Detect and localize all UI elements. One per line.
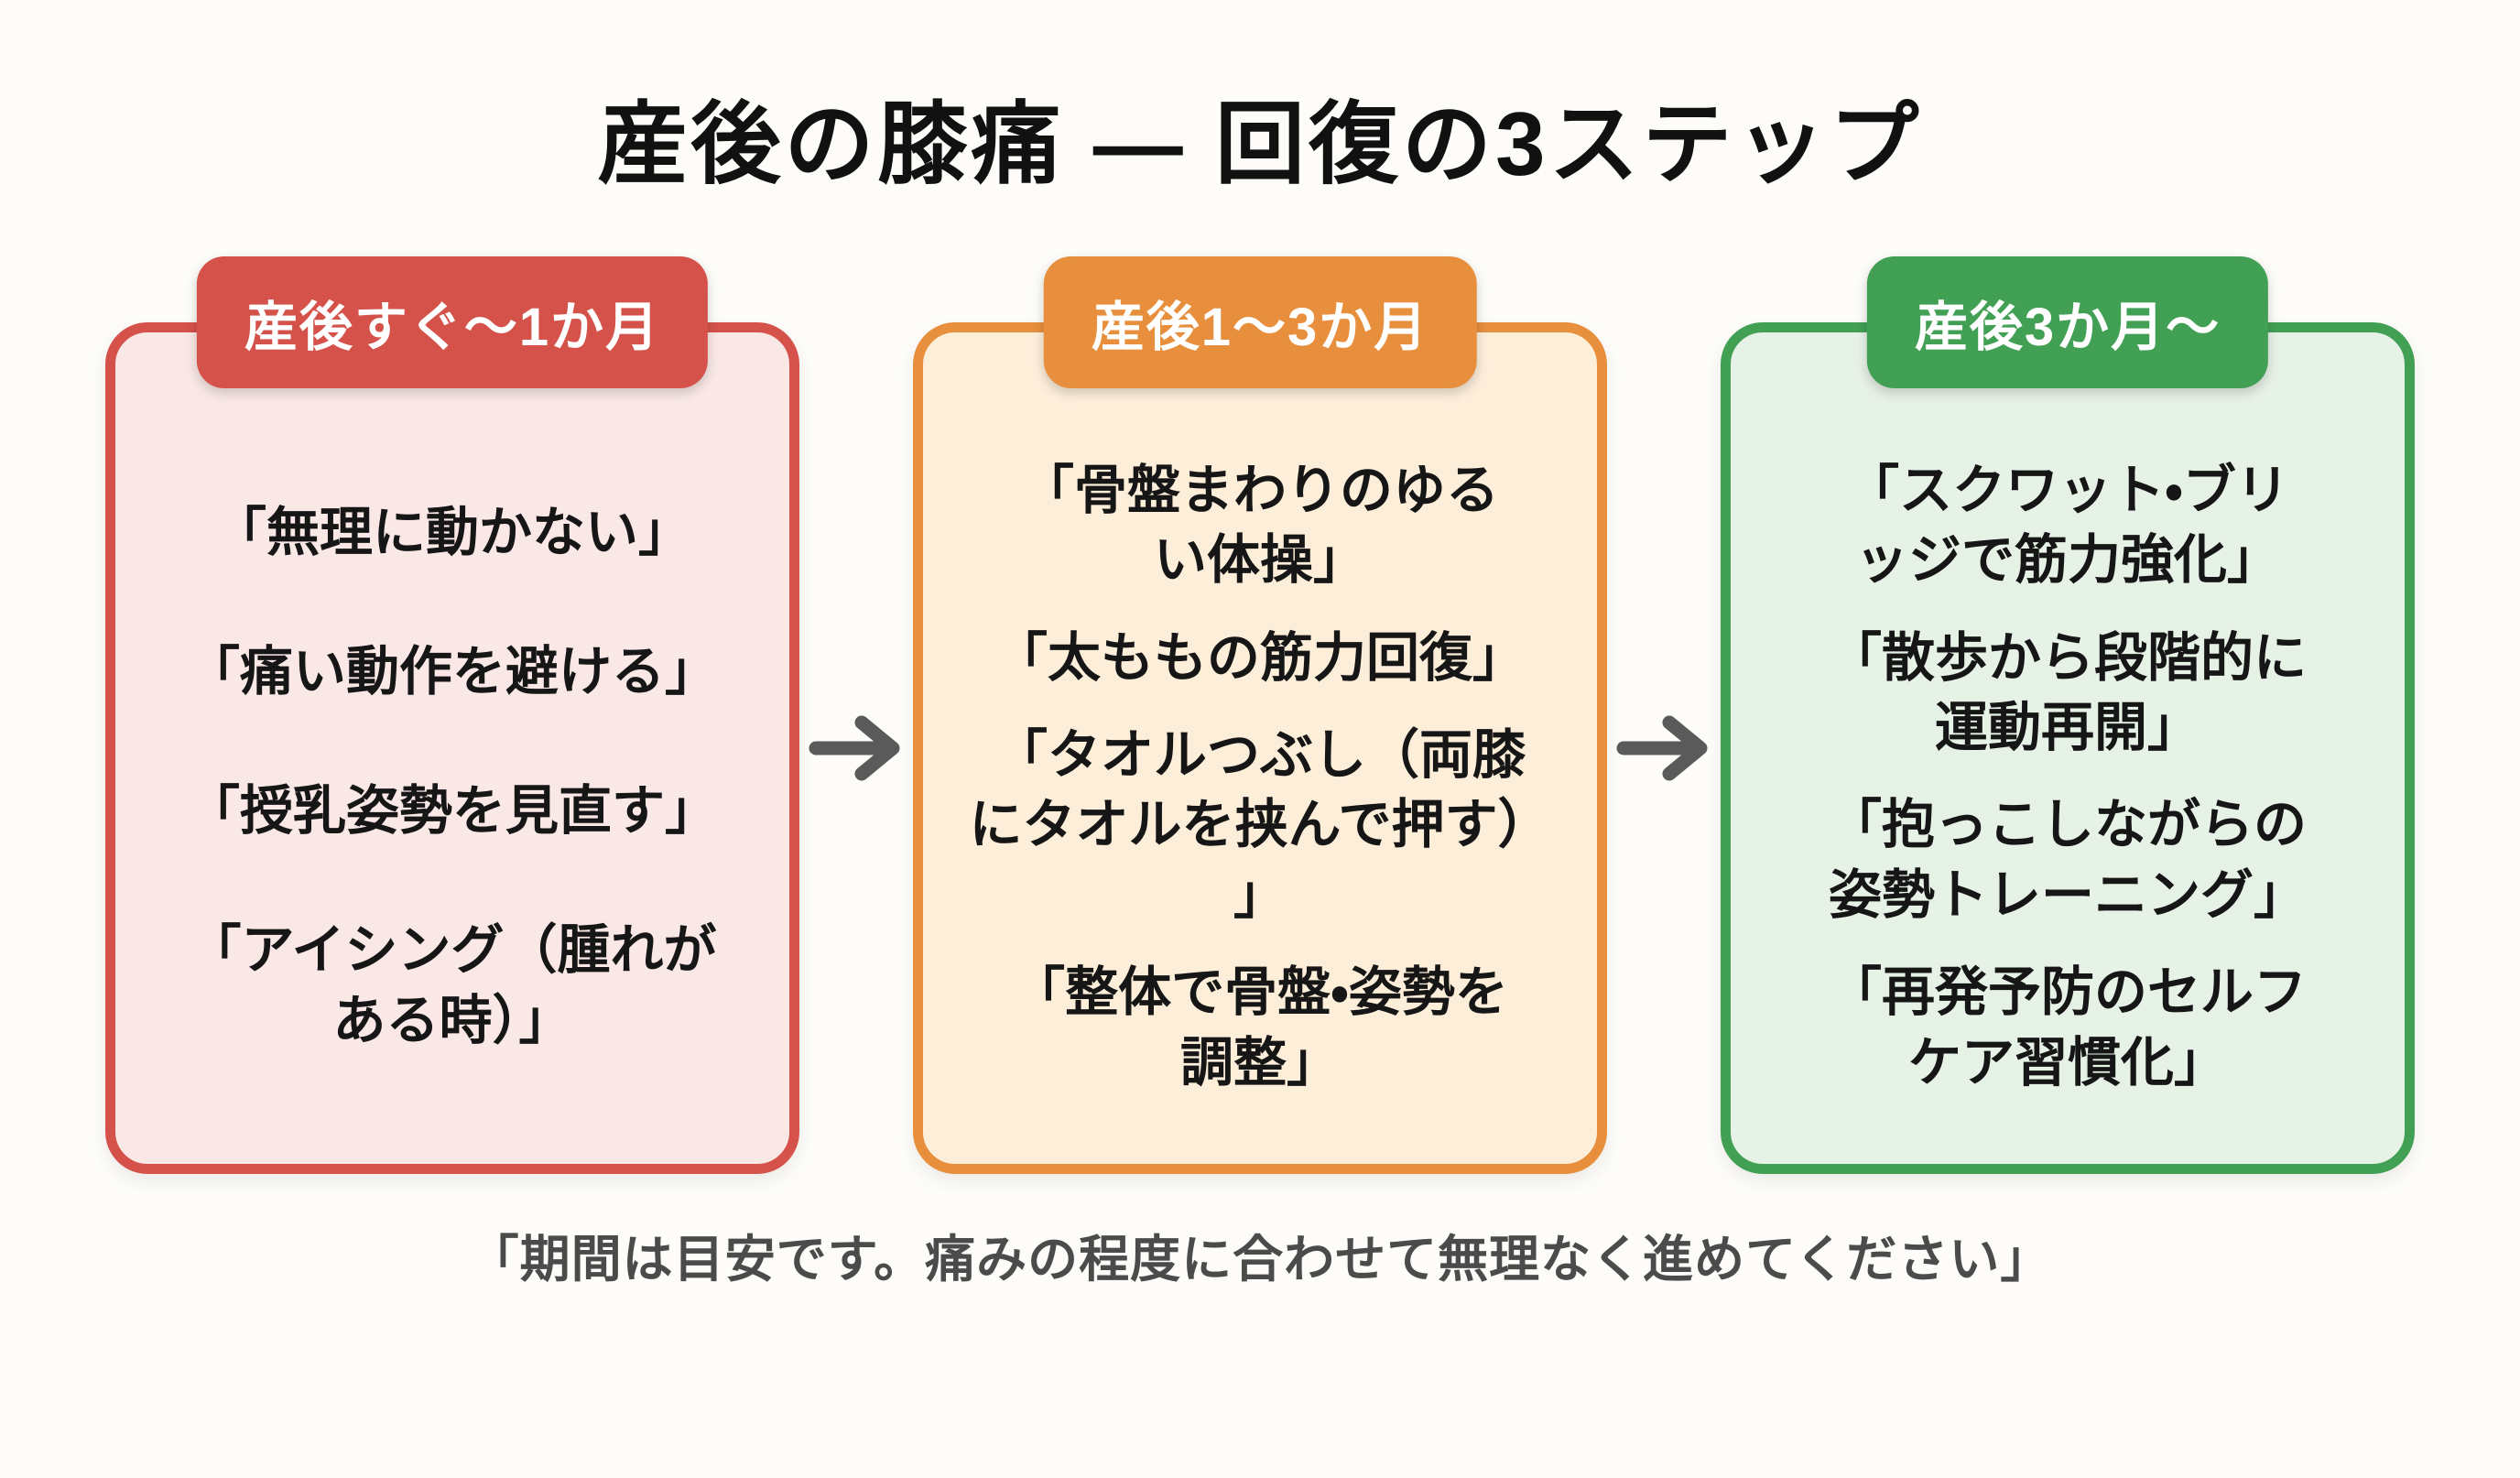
arrow-right-icon (1616, 715, 1708, 781)
footnote: 「期間は目安です。痛みの程度に合わせて無理なく進めてください」 (468, 1231, 2052, 1288)
step-item: 「太ももの筋力回復」 (994, 627, 1526, 688)
arrow-right-icon (809, 715, 900, 781)
step-item: 「散歩から段階的に 運動再開」 (1828, 627, 2307, 758)
step-item: 「授乳姿勢を見直す」 (186, 781, 718, 842)
step-item: 「骨盤まわりのゆる い体操」 (1020, 460, 1499, 591)
step-item: 「アイシング（腫れが ある時）」 (188, 920, 717, 1050)
arrow-cell (799, 256, 913, 1174)
step-item: 「無理に動かない」 (212, 502, 691, 562)
step-item: 「スクワット・ブリ ッジで筋力強化」 (1846, 460, 2289, 591)
step-item: 「痛い動作を避ける」 (186, 641, 718, 701)
step-card-1-body: 「無理に動かない」 「痛い動作を避ける」 「授乳姿勢を見直す」 「アイシング（腫… (105, 322, 799, 1174)
step-item: 「整体で骨盤・姿勢を 調整」 (1012, 962, 1508, 1092)
steps-row: 産後すぐ〜1か月 「無理に動かない」 「痛い動作を避ける」 「授乳姿勢を見直す」… (0, 256, 2520, 1174)
step-item: 「タオルつぶし（両膝 にタオルを挟んで押す） 」 (969, 724, 1551, 925)
step-card-2: 産後1〜3か月 「骨盤まわりのゆる い体操」 「太ももの筋力回復」 「タオルつぶ… (913, 256, 1607, 1174)
page-title: 産後の膝痛 — 回復の3ステップ (597, 93, 1923, 194)
arrow-cell (1607, 256, 1721, 1174)
step-badge-2: 産後1〜3か月 (1043, 256, 1477, 388)
step-card-2-body: 「骨盤まわりのゆる い体操」 「太ももの筋力回復」 「タオルつぶし（両膝 にタオ… (913, 322, 1607, 1174)
step-badge-3: 産後3か月〜 (1866, 256, 2269, 388)
step-item: 「抱っこしながらの 姿勢トレーニング」 (1828, 795, 2307, 925)
step-item: 「再発予防のセルフ ケア習慣化」 (1828, 962, 2307, 1092)
step-card-3: 産後3か月〜 「スクワット・ブリ ッジで筋力強化」 「散歩から段階的に 運動再開… (1721, 256, 2415, 1174)
step-badge-1: 産後すぐ〜1か月 (196, 256, 709, 388)
step-card-1: 産後すぐ〜1か月 「無理に動かない」 「痛い動作を避ける」 「授乳姿勢を見直す」… (105, 256, 799, 1174)
step-card-3-body: 「スクワット・ブリ ッジで筋力強化」 「散歩から段階的に 運動再開」 「抱っこし… (1721, 322, 2415, 1174)
